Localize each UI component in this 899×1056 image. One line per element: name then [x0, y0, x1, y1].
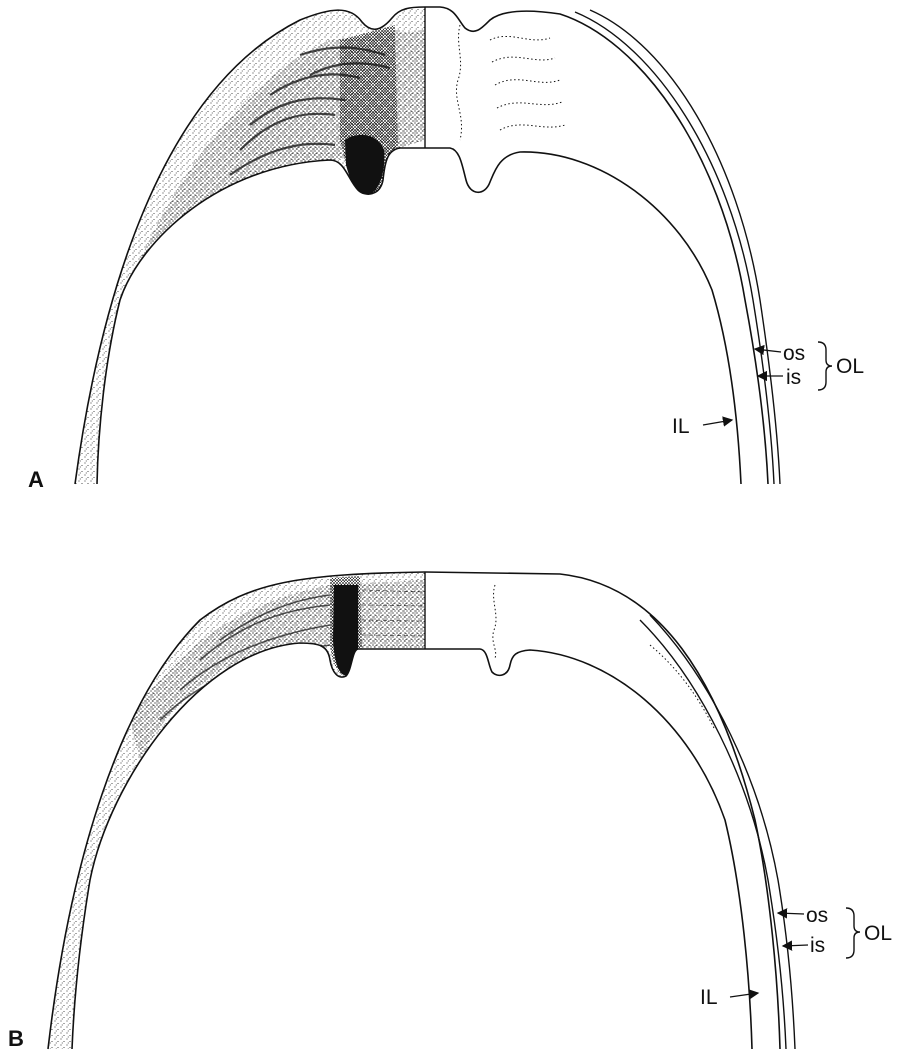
- panel-b-outermost-line: [650, 615, 795, 1049]
- panel-a-right-inner: [425, 148, 741, 484]
- panel-b-outer-sublayer-line: [640, 620, 786, 1049]
- panel-b-ol-brace: [846, 908, 860, 958]
- panel-a-ol-label: OL: [836, 355, 864, 378]
- panel-a-os-label: os: [783, 342, 805, 365]
- panel-a-inner-margin: [97, 148, 425, 484]
- panel-b: B os is OL IL: [8, 560, 892, 1051]
- panel-a-outermost-line: [590, 10, 780, 484]
- panel-a-ol-brace: [818, 342, 832, 390]
- panel-a-stippled-shell: [60, 0, 430, 490]
- panel-a-il-arrow: [703, 420, 732, 425]
- panel-b-il-label: IL: [700, 986, 718, 1009]
- panel-b-os-label: os: [806, 904, 828, 927]
- panel-b-os-arrow: [778, 913, 804, 914]
- panel-b-letter: B: [8, 1026, 24, 1051]
- panel-a-is-label: is: [786, 366, 801, 389]
- panel-a: A os is OL IL: [28, 0, 864, 492]
- panel-a-il-label: IL: [672, 415, 690, 438]
- panel-a-letter: A: [28, 467, 44, 492]
- panel-b-ol-label: OL: [864, 922, 892, 945]
- panel-b-inner-margin: [72, 643, 425, 1049]
- panel-b-il-arrow: [730, 993, 758, 997]
- panel-b-right-outer: [425, 572, 780, 1049]
- panel-a-os-arrow: [755, 349, 781, 352]
- panel-b-is-label: is: [810, 934, 825, 957]
- panel-a-right-outer: [425, 7, 768, 484]
